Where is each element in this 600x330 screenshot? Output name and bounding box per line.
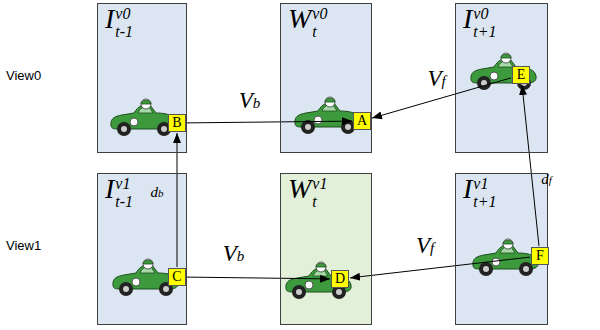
frame-title: Wv0t	[288, 5, 327, 40]
index-stack: v1t	[312, 175, 327, 210]
frame-symbol: W	[288, 175, 311, 203]
view-superscript: v0	[312, 5, 327, 23]
point-tag: F	[531, 247, 549, 265]
panel-ground	[280, 3, 372, 153]
car-illustration	[471, 53, 536, 90]
point-tag: E	[512, 66, 530, 84]
point-letter: C	[172, 269, 181, 284]
index-stack: v0t-1	[115, 5, 133, 40]
panel-ground	[280, 173, 372, 325]
time-subscript: t-1	[115, 193, 133, 211]
vector-label: db	[151, 185, 164, 200]
time-subscript: t	[312, 23, 327, 41]
vector-arrow	[177, 133, 178, 267]
index-stack: v0t+1	[473, 5, 496, 40]
frame-symbol: I	[463, 175, 472, 203]
frame-title: Iv0t-1	[105, 5, 133, 40]
view-superscript: v0	[473, 5, 496, 23]
row-label: View1	[6, 238, 41, 253]
vector-label: df	[541, 172, 552, 187]
view-superscript: v1	[115, 175, 133, 193]
index-stack: v0t	[312, 5, 327, 40]
frame-title: Iv0t+1	[463, 5, 497, 40]
frame-title: Wv1t	[288, 175, 327, 210]
frame-symbol: I	[105, 175, 114, 203]
frame-symbol: I	[105, 5, 114, 33]
time-subscript: t-1	[115, 23, 133, 41]
vector-label: Vf	[416, 234, 434, 257]
frame-panel: Wv1tD	[280, 173, 372, 325]
index-stack: v1t+1	[473, 175, 496, 210]
view-superscript: v0	[115, 5, 133, 23]
vector-label: Vb	[239, 89, 261, 112]
point-letter: F	[536, 248, 544, 263]
vector-label: Vb	[223, 242, 245, 265]
view-superscript: v1	[473, 175, 496, 193]
frame-panel: Iv0t-1B	[97, 3, 187, 153]
car-illustration	[295, 97, 360, 134]
vector-arrow	[350, 257, 530, 278]
point-letter: D	[335, 271, 345, 286]
time-subscript: t+1	[473, 193, 496, 211]
vector-arrow	[522, 85, 539, 246]
row-label: View0	[6, 68, 41, 83]
frame-symbol: W	[288, 5, 311, 33]
time-subscript: t	[312, 193, 327, 211]
time-subscript: t+1	[473, 23, 496, 41]
frame-panel: Iv0t+1E	[455, 3, 548, 153]
panel-ground	[97, 173, 187, 325]
point-letter: E	[517, 67, 526, 82]
frame-symbol: I	[463, 5, 472, 33]
car-illustration	[286, 262, 351, 299]
point-tag: C	[168, 268, 186, 286]
point-tag: B	[168, 114, 186, 132]
point-tag: D	[331, 270, 349, 288]
frame-panel: Wv0tA	[280, 3, 372, 153]
point-letter: A	[357, 113, 367, 128]
frame-panel: Iv1t+1F	[455, 173, 548, 325]
vector-arrow	[187, 277, 330, 279]
vector-label: Vf	[427, 67, 445, 90]
vector-arrow	[187, 121, 352, 123]
panel-ground	[455, 3, 548, 153]
frame-title: Iv1t-1	[105, 175, 133, 210]
point-tag: A	[353, 112, 371, 130]
car-illustration	[111, 99, 176, 136]
frame-title: Iv1t+1	[463, 175, 497, 210]
index-stack: v1t-1	[115, 175, 133, 210]
point-letter: B	[172, 115, 181, 130]
panel-ground	[97, 3, 187, 153]
view-superscript: v1	[312, 175, 327, 193]
frame-panel: Iv1t-1C	[97, 173, 187, 325]
